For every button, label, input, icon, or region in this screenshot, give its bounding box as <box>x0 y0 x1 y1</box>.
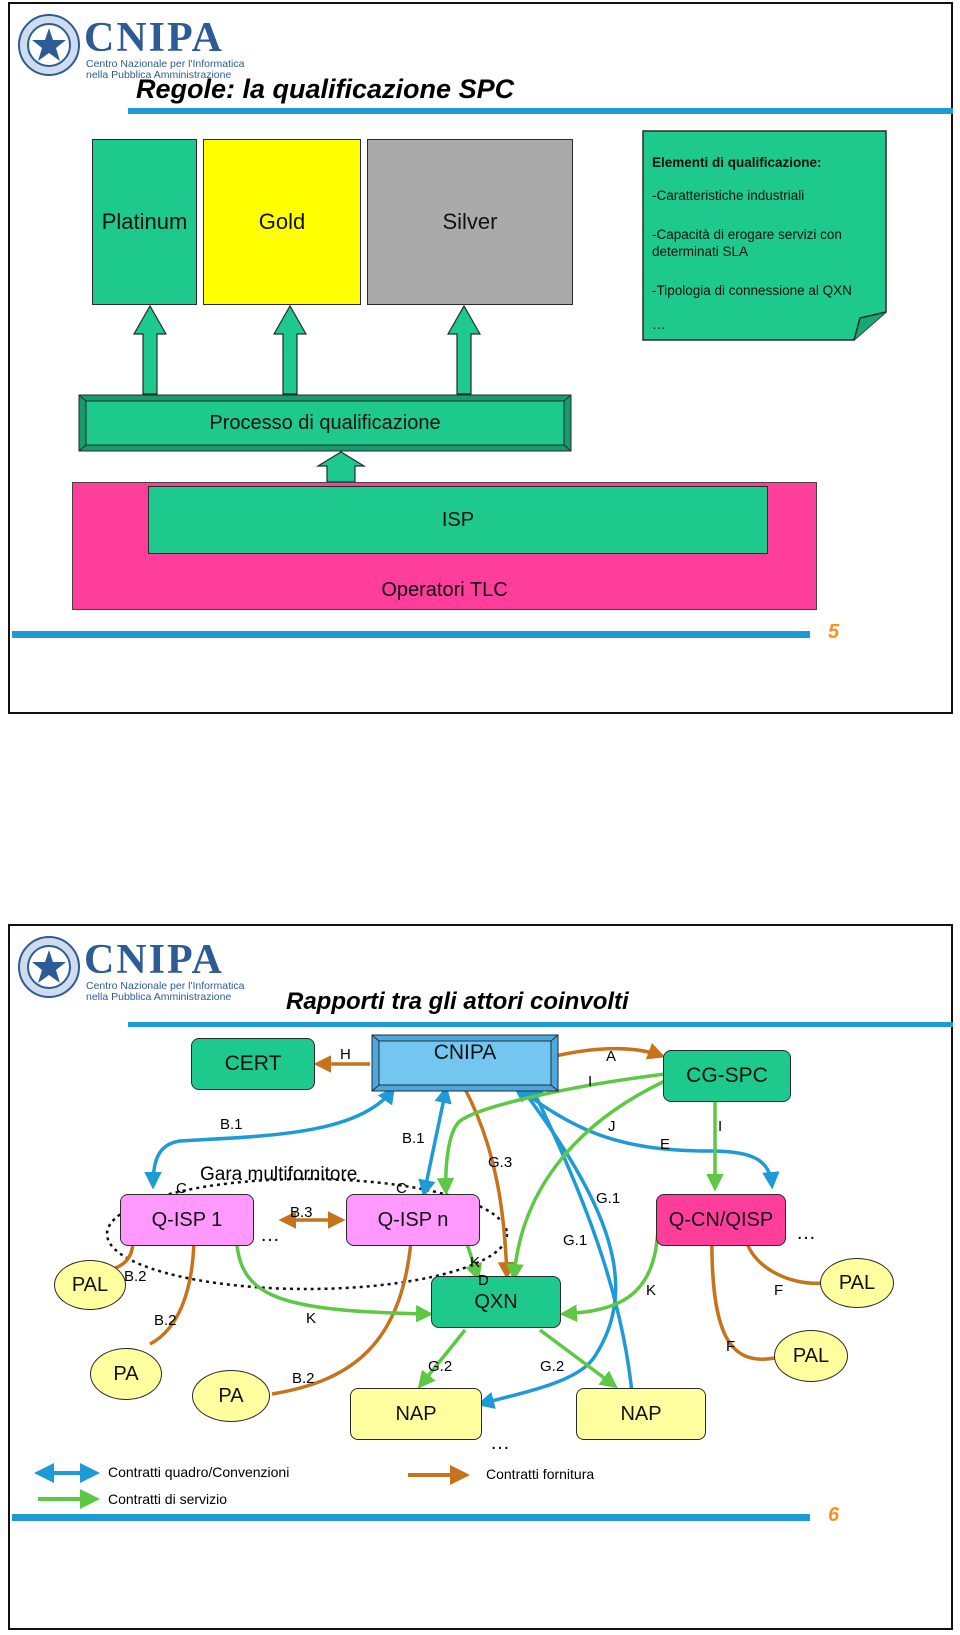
node-q-isp-1: Q-ISP 1 <box>120 1194 254 1246</box>
edge-label-f-1: F <box>774 1282 784 1299</box>
green-cgspc-qispn <box>436 1072 666 1196</box>
isp-box: ISP <box>148 486 768 554</box>
green-qxn-nap1 <box>417 1328 467 1389</box>
logo-wordmark: CNIPA <box>84 937 224 983</box>
cnipa-logo: CNIPA Centro Nazionale per l'Informatica… <box>14 930 254 1003</box>
edge-label-i-2: I <box>718 1118 723 1135</box>
footer-bar <box>12 631 810 638</box>
node-cnipa: CNIPA <box>433 1041 497 1064</box>
logo-subtitle-2: nella Pubblica Amministrazione <box>86 69 232 81</box>
logo-subtitle-2: nella Pubblica Amministrazione <box>86 991 232 1003</box>
edge-label-k-2: K <box>306 1310 317 1327</box>
blue-cnipa-qispn <box>418 1085 452 1198</box>
orange-pal2-qcn <box>702 1224 776 1361</box>
orange-pa1-qisp1 <box>149 1224 203 1346</box>
orange-cnipa-cgspc <box>554 1042 666 1060</box>
legend-orange-label: Contratti fornitura <box>486 1466 595 1482</box>
blue-cnipa-nap2 <box>528 1080 641 1408</box>
green-qcn-qxn <box>559 1227 660 1322</box>
footer-bar <box>12 1514 810 1521</box>
node-qxn: QXN <box>431 1276 561 1328</box>
edge-label-j: J <box>608 1118 616 1135</box>
level-gold: Gold <box>203 139 361 305</box>
node-cert: CERT <box>191 1038 315 1090</box>
edge-label-b2-2: B.2 <box>154 1312 177 1329</box>
node-q-isp-n: Q-ISP n <box>346 1194 480 1246</box>
edge-label-g3: G.3 <box>488 1154 513 1171</box>
level-silver: Silver <box>367 139 573 305</box>
process-box-shape <box>78 394 572 452</box>
edge-label-b3: B.3 <box>290 1204 313 1221</box>
legend-blue-label: Contratti quadro/Convenzioni <box>108 1464 290 1480</box>
edge-label-a: A <box>606 1048 617 1065</box>
edge-label-k-3: K <box>646 1282 657 1299</box>
node-pa-1: PA <box>90 1348 162 1400</box>
ellipsis-qcn: … <box>796 1222 816 1244</box>
node-nap-1: NAP <box>350 1388 482 1440</box>
green-cgspc-qxn <box>506 1079 666 1282</box>
green-qxn-nap2 <box>538 1328 618 1389</box>
title-underline <box>128 1022 953 1027</box>
slide-title: Rapporti tra gli attori coinvolti <box>286 988 629 1015</box>
note-heading: Elementi di qualificazione: <box>652 155 822 170</box>
green-qisp1-qxn <box>234 1227 434 1323</box>
edge-label-c-1: C <box>176 1180 187 1197</box>
node-pal-left: PAL <box>54 1260 126 1310</box>
note-ellipsis: … <box>652 317 666 332</box>
edge-label-e: E <box>660 1136 671 1153</box>
edge-label-k-1: K <box>470 1254 481 1271</box>
node-nap-2: NAP <box>576 1388 706 1440</box>
ellipsis-nap: … <box>490 1432 510 1454</box>
ellipsis-qisp: … <box>260 1224 280 1246</box>
slide-rapporti: CNIPA Centro Nazionale per l'Informatica… <box>8 924 953 1630</box>
level-platinum: Platinum <box>92 139 197 305</box>
edge-label-b2-3: B.2 <box>292 1370 315 1387</box>
operators-tlc-label: Operatori TLC <box>381 578 508 601</box>
node-cg-spc: CG-SPC <box>663 1050 791 1102</box>
node-pa-2: PA <box>192 1370 270 1422</box>
cnipa-node-shape <box>371 1034 559 1092</box>
note-item-1: -Caratteristiche industriali <box>652 188 805 203</box>
node-q-cn-qisp: Q-CN/QISP <box>656 1194 786 1246</box>
emblem-icon <box>18 936 80 998</box>
node-pal-right-bottom: PAL <box>774 1330 848 1382</box>
page-number: 5 <box>828 621 840 643</box>
emblem-icon <box>18 14 80 76</box>
edge-label-b2-1: B.2 <box>124 1268 147 1285</box>
edge-label-c-2: C <box>396 1180 407 1197</box>
page-number: 6 <box>828 1504 840 1526</box>
edge-label-b1-1: B.1 <box>220 1116 243 1133</box>
edge-label-g1-1: G.1 <box>596 1190 621 1207</box>
slide-title: Regole: la qualificazione SPC <box>136 74 515 104</box>
legend-green-label: Contratti di servizio <box>108 1491 228 1507</box>
edge-label-g1-2: G.1 <box>563 1232 588 1249</box>
process-label: Processo di qualificazione <box>209 411 441 434</box>
note-item-2: -Capacità di erogare servizi con determi… <box>652 227 842 259</box>
edge-label-g2-2: G.2 <box>540 1358 565 1375</box>
note-item-3: -Tipologia di connessione al QXN <box>652 283 852 298</box>
title-underline <box>128 108 953 114</box>
relationship-diagram <box>34 1042 823 1509</box>
edge-label-i-1: I <box>588 1073 593 1090</box>
note-shape <box>642 130 887 341</box>
cnipa-logo: CNIPA Centro Nazionale per l'Informatica… <box>14 8 254 81</box>
orange-pa2-qispn <box>271 1224 420 1396</box>
blue-cnipa-qisp1 <box>144 1086 396 1190</box>
edge-label-d: D <box>478 1272 489 1289</box>
qualification-arrows <box>132 304 482 483</box>
slide-qualificazione: CNIPA Centro Nazionale per l'Informatica… <box>8 2 953 714</box>
logo-wordmark: CNIPA <box>84 15 224 61</box>
logo-subtitle-1: Centro Nazionale per l'Informatica <box>86 980 245 992</box>
edge-label-b1-2: B.1 <box>402 1130 425 1147</box>
node-pal-right-top: PAL <box>820 1258 894 1308</box>
edge-label-h: H <box>340 1046 351 1063</box>
edge-label-f-2: F <box>726 1338 736 1355</box>
edge-label-g2-1: G.2 <box>428 1358 453 1375</box>
logo-subtitle-1: Centro Nazionale per l'Informatica <box>86 58 245 70</box>
gara-multifornitore-label: Gara multifornitore <box>200 1164 358 1185</box>
